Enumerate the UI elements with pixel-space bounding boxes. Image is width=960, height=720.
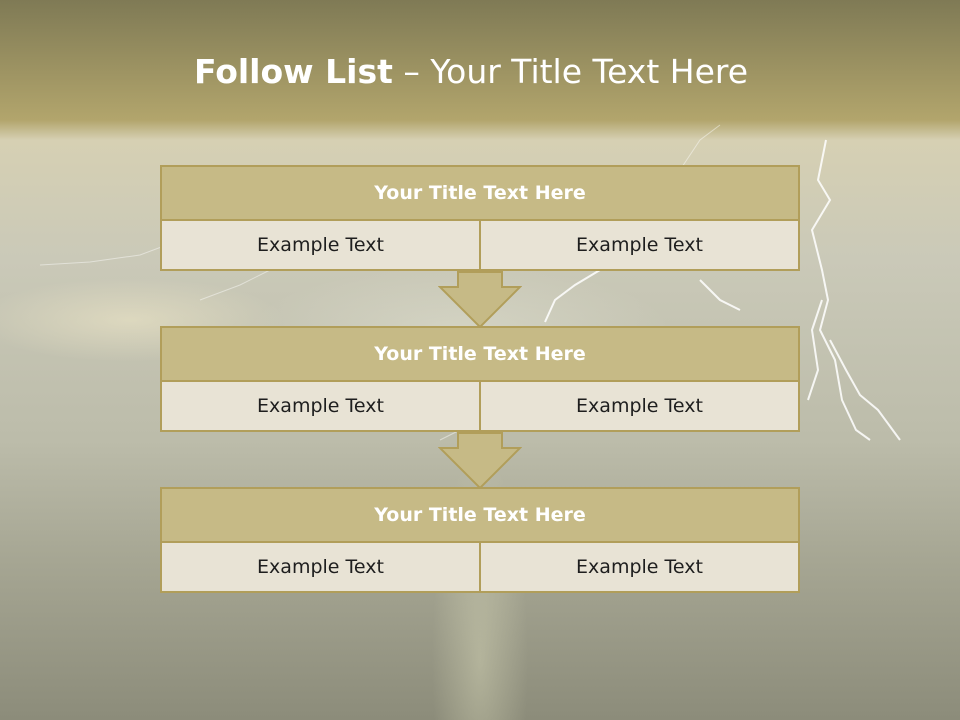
flow-block-title: Your Title Text Here [160,326,800,382]
flow-cell-left: Example Text [160,543,481,593]
flow-cell-right: Example Text [481,543,800,593]
slide-title-strong: Follow List [193,52,393,91]
flow-block-title: Your Title Text Here [160,165,800,221]
slide-title-rest: – Your Title Text Here [392,52,749,91]
flow-cell-left: Example Text [160,382,481,432]
flow-block-1: Your Title Text Here Example Text Exampl… [160,165,800,271]
flow-block-2: Your Title Text Here Example Text Exampl… [160,326,800,432]
down-arrow-icon [438,432,522,490]
down-arrow-icon [438,271,522,329]
flow-block-row: Example Text Example Text [160,543,800,593]
flow-cell-left: Example Text [160,221,481,271]
slide-title: Follow List – Your Title Text Here [0,52,942,91]
flow-cell-right: Example Text [481,382,800,432]
flow-block-title: Your Title Text Here [160,487,800,543]
flow-block-3: Your Title Text Here Example Text Exampl… [160,487,800,593]
flow-block-row: Example Text Example Text [160,382,800,432]
flow-block-row: Example Text Example Text [160,221,800,271]
flow-cell-right: Example Text [481,221,800,271]
